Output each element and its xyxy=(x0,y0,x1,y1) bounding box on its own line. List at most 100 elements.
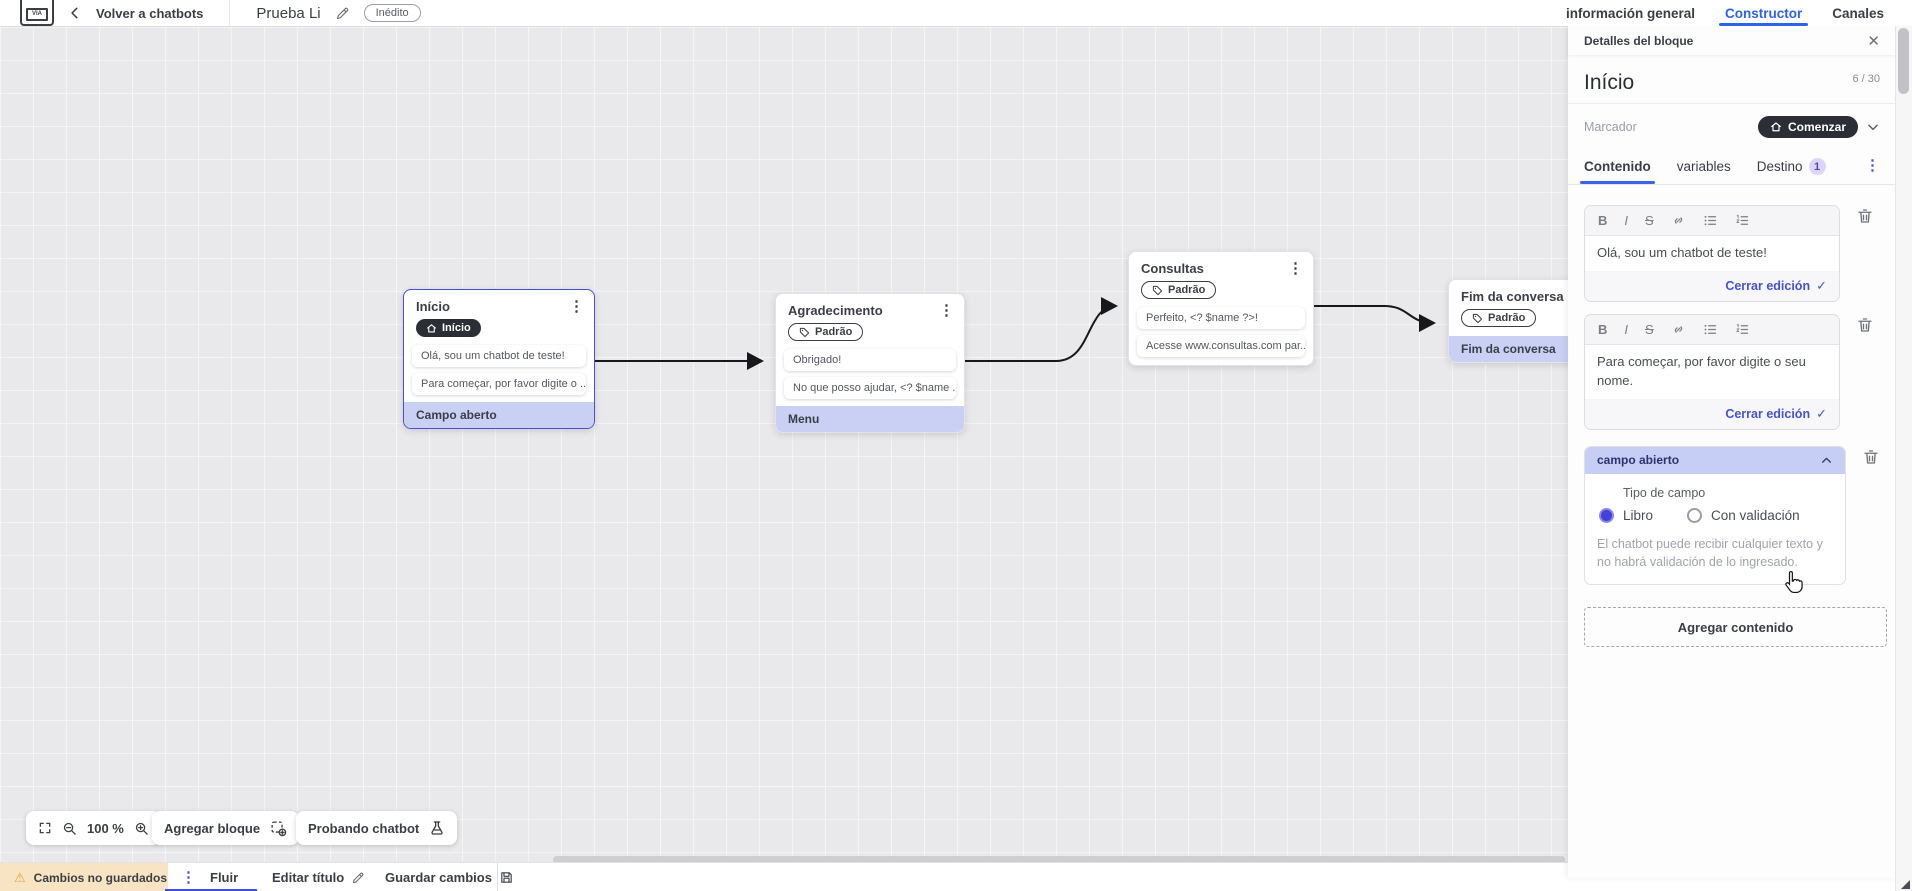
node-menu-icon[interactable]: ⋮ xyxy=(939,302,954,319)
node-message-row[interactable]: No que posso ajudar, <? $name ... xyxy=(784,377,956,399)
open-field-header[interactable]: campo abierto xyxy=(1585,446,1845,474)
radio-selected-icon[interactable] xyxy=(1599,507,1614,523)
close-edit-button[interactable]: Cerrar edición xyxy=(1725,278,1811,293)
bullet-list-icon[interactable] xyxy=(1703,213,1718,228)
node-open-field-row[interactable]: Campo aberto xyxy=(404,402,594,428)
close-edit-button[interactable]: Cerrar edición xyxy=(1725,406,1811,421)
zoom-out-icon[interactable] xyxy=(62,821,77,836)
home-icon xyxy=(1771,122,1781,132)
add-block-icon xyxy=(270,820,287,837)
node-menu-row[interactable]: Menu xyxy=(776,406,964,432)
tab-destino[interactable]: Destino 1 xyxy=(1757,152,1826,184)
strikethrough-icon[interactable]: S xyxy=(1645,321,1654,337)
unsaved-changes-banner: ⚠ Cambios no guardados xyxy=(0,863,168,891)
italic-icon[interactable]: I xyxy=(1624,321,1629,337)
app-logo: VIA xyxy=(20,0,54,26)
delete-section-icon[interactable] xyxy=(1862,448,1880,466)
message-text[interactable]: Para começar, por favor digite o seu nom… xyxy=(1585,344,1839,399)
message-editor[interactable]: B I S Para começar, por favor digite o s… xyxy=(1584,313,1840,430)
panel-tabs-menu-icon[interactable]: ⋮ xyxy=(1865,156,1880,174)
marker-select[interactable]: Comenzar xyxy=(1757,116,1858,138)
node-message-row[interactable]: Para começar, por favor digite o ... xyxy=(412,373,586,395)
top-header: VIA Volver a chatbots Prueba Li Inédito … xyxy=(0,0,1912,26)
node-title: Fim da conversa xyxy=(1461,289,1564,304)
node-consultas[interactable]: Consultas ⋮ Padrão Perfeito, <? $name ?>… xyxy=(1128,251,1314,366)
node-menu-icon[interactable]: ⋮ xyxy=(569,298,584,315)
add-content-button[interactable]: Agregar contenido xyxy=(1584,607,1887,648)
zoom-level: 100 % xyxy=(87,820,124,836)
resize-corner xyxy=(1901,880,1910,889)
delete-content-icon[interactable] xyxy=(1856,316,1874,334)
fit-screen-icon[interactable] xyxy=(38,821,52,835)
edit-title-button[interactable]: Editar título xyxy=(272,863,365,891)
node-message-row[interactable]: Olá, sou um chatbot de teste! xyxy=(412,345,586,367)
save-changes-button[interactable]: Guardar cambios xyxy=(385,863,514,891)
open-field-section: campo abierto Tipo de campo Libro xyxy=(1584,445,1846,586)
page-vertical-scrollbar[interactable] xyxy=(1895,26,1912,891)
tag-icon xyxy=(1472,313,1483,323)
radio-con-validacion[interactable]: Con validación xyxy=(1687,507,1800,523)
strikethrough-icon[interactable]: S xyxy=(1645,213,1654,228)
node-end-row[interactable]: Fim da conversa xyxy=(1449,336,1568,362)
tab-constructor[interactable]: Constructor xyxy=(1718,0,1809,26)
tab-contenido[interactable]: Contenido xyxy=(1580,153,1655,184)
back-chevron-icon[interactable] xyxy=(68,6,82,20)
chevron-up-icon[interactable] xyxy=(1820,454,1833,467)
chevron-down-icon[interactable] xyxy=(1866,120,1880,134)
test-chatbot-button[interactable]: Probando chatbot xyxy=(296,811,458,845)
bullet-list-icon[interactable] xyxy=(1703,322,1718,337)
node-message-row[interactable]: Obrigado! xyxy=(784,349,956,371)
radio-unselected-icon[interactable] xyxy=(1687,507,1703,523)
italic-icon[interactable]: I xyxy=(1624,213,1629,228)
scrollbar-thumb[interactable] xyxy=(1898,28,1909,94)
unsaved-changes-label: Cambios no guardados xyxy=(33,870,168,885)
node-title: Início xyxy=(416,299,450,314)
home-icon xyxy=(427,323,436,332)
check-icon: ✓ xyxy=(1816,277,1827,293)
delete-content-icon[interactable] xyxy=(1856,207,1874,225)
tab-canales[interactable]: Canales xyxy=(1832,5,1884,21)
tab-variables[interactable]: variables xyxy=(1676,159,1731,174)
start-badge: Início xyxy=(416,319,481,337)
default-badge: Padrão xyxy=(1461,309,1537,327)
panel-title: Detalles del bloque xyxy=(1584,33,1694,48)
bold-icon[interactable]: B xyxy=(1598,213,1608,228)
chatbot-title[interactable]: Prueba Li xyxy=(256,4,321,22)
flask-icon xyxy=(429,820,445,836)
node-title: Agradecimento xyxy=(788,303,883,318)
node-agradecimento[interactable]: Agradecimento ⋮ Padrão Obrigado! No que … xyxy=(775,293,965,433)
node-message-row[interactable]: Perfeito, <? $name ?>! xyxy=(1137,307,1305,329)
numbered-list-icon[interactable] xyxy=(1735,213,1750,228)
message-text[interactable]: Olá, sou um chatbot de teste! xyxy=(1585,236,1839,271)
zoom-in-icon[interactable] xyxy=(134,821,149,836)
flow-tab-menu-icon[interactable]: ⋮ xyxy=(181,869,196,886)
close-icon[interactable]: ✕ xyxy=(1867,32,1880,50)
node-message-row[interactable]: Acesse www.consultas.com par... xyxy=(1137,335,1305,357)
bold-icon[interactable]: B xyxy=(1598,321,1608,337)
message-editor[interactable]: B I S Olá, sou um chatbot de teste! Cerr… xyxy=(1584,205,1840,302)
header-tabs: información general Constructor Canales xyxy=(1566,0,1884,26)
tab-fluir[interactable]: Fluir xyxy=(210,870,239,885)
link-icon[interactable] xyxy=(1671,322,1686,337)
radio-libro[interactable]: Libro xyxy=(1599,507,1653,523)
field-type-label: Tipo de campo xyxy=(1623,485,1706,500)
tag-icon xyxy=(799,327,810,337)
tab-informacion-general[interactable]: información general xyxy=(1565,5,1695,21)
check-icon: ✓ xyxy=(1816,405,1827,421)
canvas-horizontal-scrollbar[interactable] xyxy=(553,856,1565,863)
numbered-list-icon[interactable] xyxy=(1735,322,1750,337)
block-name-input[interactable]: Início xyxy=(1584,71,1635,94)
richtext-toolbar: B I S xyxy=(1585,206,1839,236)
header-divider xyxy=(229,0,231,26)
edit-title-pencil-icon[interactable] xyxy=(335,6,350,21)
link-icon[interactable] xyxy=(1671,213,1686,228)
status-badge: Inédito xyxy=(363,4,421,22)
node-fim-da-conversa[interactable]: Fim da conversa Padrão Fim da conversa xyxy=(1448,279,1568,363)
back-to-chatbots-link[interactable]: Volver a chatbots xyxy=(96,5,204,21)
field-description: El chatbot puede recibir cualquier texto… xyxy=(1597,536,1823,570)
node-menu-icon[interactable]: ⋮ xyxy=(1288,260,1303,277)
default-badge: Padrão xyxy=(1141,281,1217,299)
add-block-button[interactable]: Agregar bloque xyxy=(152,811,300,845)
flow-canvas[interactable]: Início ⋮ Início Olá, sou um chatbot de t… xyxy=(0,26,1568,863)
node-inicio[interactable]: Início ⋮ Início Olá, sou um chatbot de t… xyxy=(403,289,595,429)
